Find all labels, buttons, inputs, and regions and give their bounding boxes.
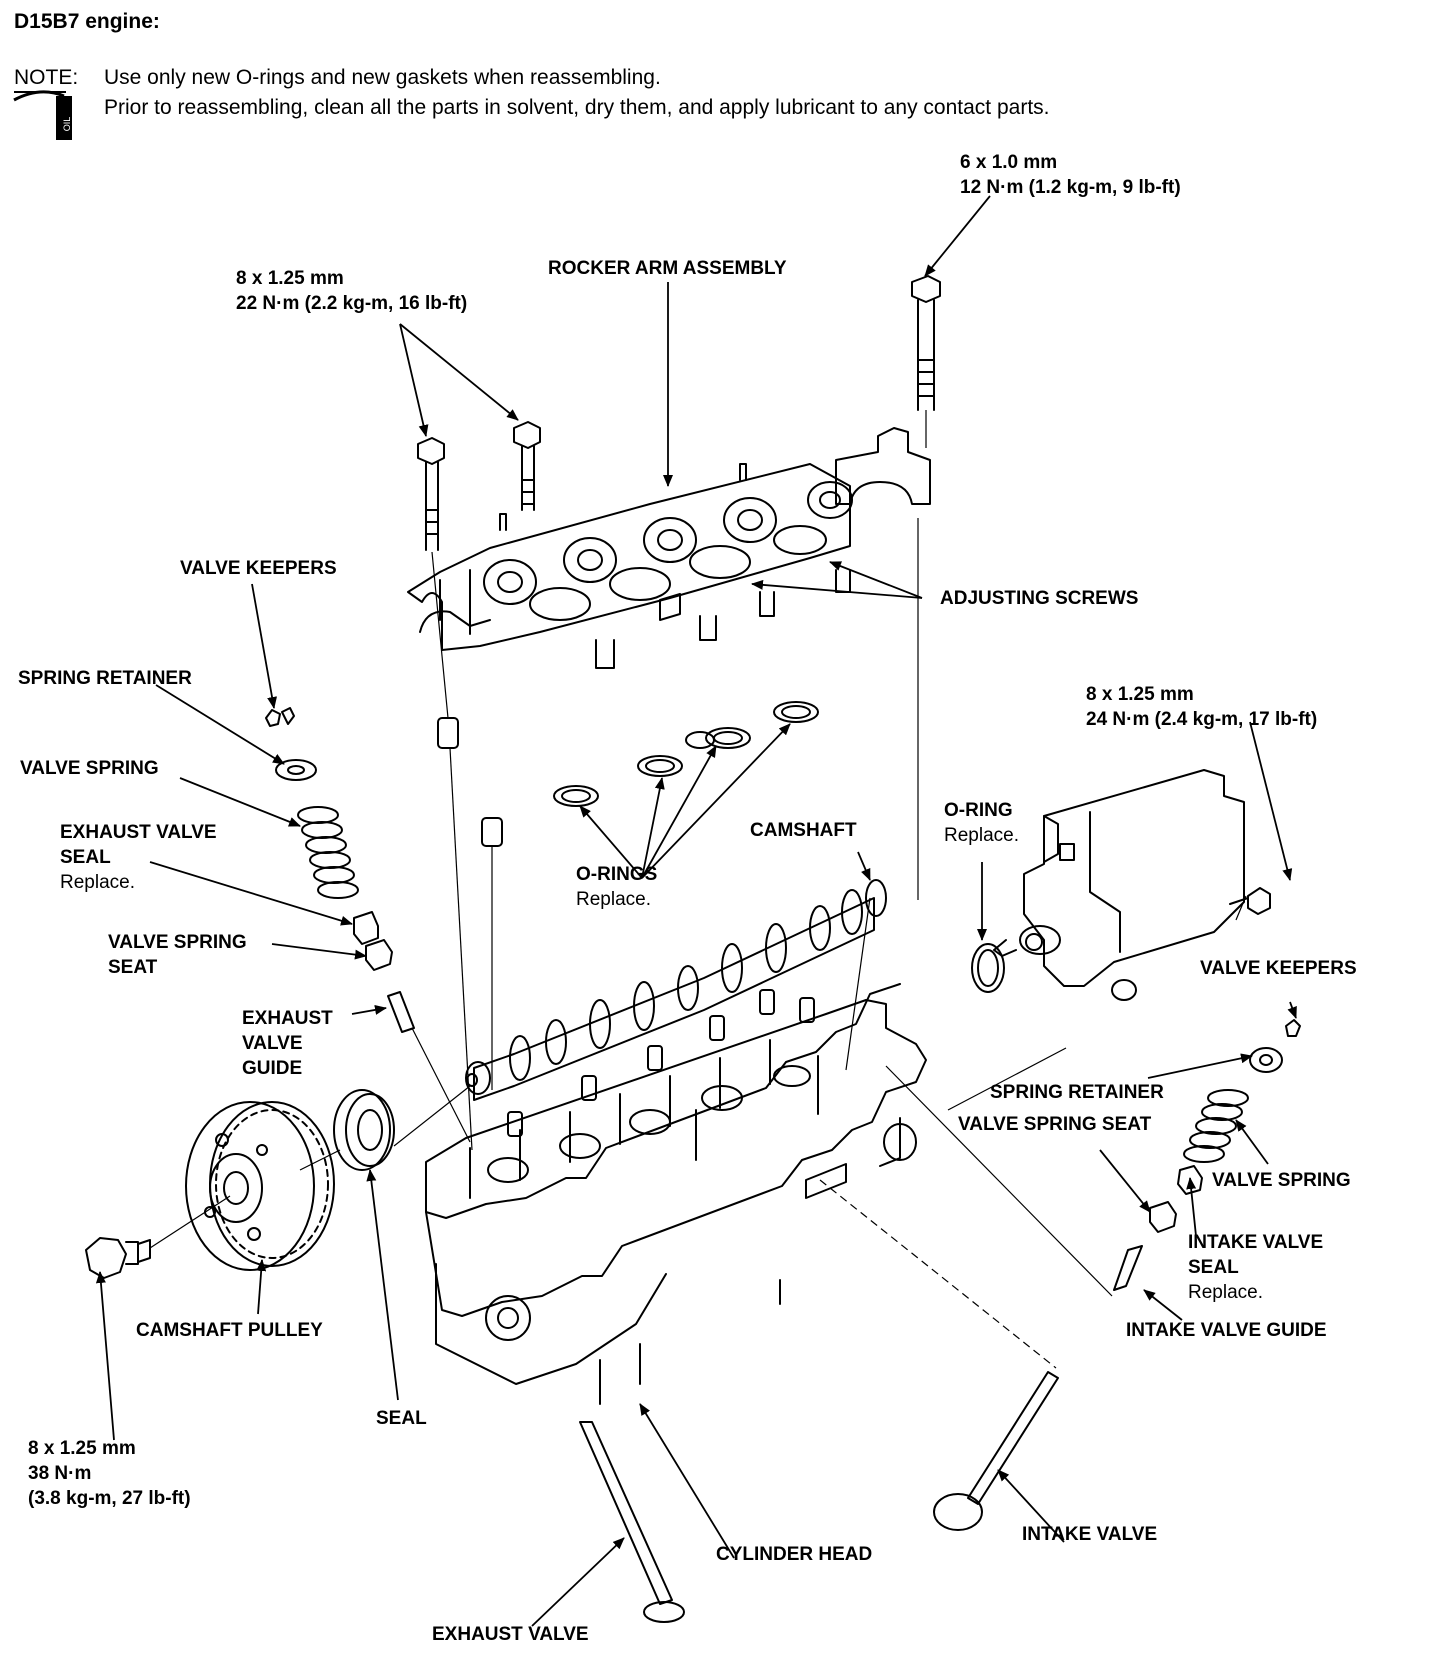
label-intake-valve-seal: INTAKE VALVE SEAL Replace.: [1188, 1232, 1324, 1303]
label-o-ring: O-RING Replace.: [944, 800, 1019, 846]
label-rocker-arm-assembly: ROCKER ARM ASSEMBLY: [548, 258, 787, 279]
label-cylinder-head: CYLINDER HEAD: [716, 1544, 873, 1565]
label-bolt-rocker: 8 x 1.25 mm 22 N·m (2.2 kg-m, 16 lb-ft): [236, 268, 468, 314]
note-line-1: Use only new O-rings and new gaskets whe…: [104, 66, 661, 89]
label-adjusting-screws: ADJUSTING SCREWS: [940, 588, 1139, 609]
exhaust-valve-part: [579, 1421, 685, 1623]
spring-retainer-right: [1249, 1047, 1283, 1073]
valve-spring-right: [1183, 1089, 1249, 1163]
camshaft-pulley-part: [185, 1101, 335, 1271]
bolt-rocker-right: [513, 421, 541, 511]
exhaust-valve-guide: [387, 991, 415, 1033]
pulley-bolt: [85, 1237, 151, 1279]
label-exhaust-valve: EXHAUST VALVE: [432, 1624, 589, 1645]
camshaft-part: [465, 879, 887, 1101]
o-rings: [553, 701, 819, 807]
bolt-rocker-left: [417, 437, 445, 551]
distributor-housing: [993, 769, 1271, 1001]
valve-keepers-left: [265, 707, 295, 727]
spring-retainer-left: [275, 759, 317, 781]
valve-spring-left: [297, 806, 359, 899]
note-label: NOTE:: [14, 66, 79, 89]
label-valve-keepers-right: VALVE KEEPERS: [1200, 958, 1357, 979]
label-valve-spring-seat-right: VALVE SPRING SEAT: [958, 1114, 1152, 1135]
label-bolt-6mm: 6 x 1.0 mm 12 N·m (1.2 kg-m, 9 lb-ft): [960, 152, 1181, 198]
label-intake-valve: INTAKE VALVE: [1022, 1524, 1158, 1545]
exhaust-valve-seal: [353, 911, 379, 945]
label-intake-valve-guide: INTAKE VALVE GUIDE: [1126, 1320, 1327, 1341]
dowel-pin: [437, 717, 459, 749]
label-valve-spring-left: VALVE SPRING: [20, 758, 159, 779]
oil-can-icon: OIL: [13, 90, 72, 140]
valve-keepers-right: [1285, 1019, 1301, 1037]
label-o-rings: O-RINGS Replace.: [576, 864, 658, 910]
label-bolt-distributor: 8 x 1.25 mm 24 N·m (2.4 kg-m, 17 lb-ft): [1086, 684, 1318, 730]
valve-spring-seat-left: [365, 939, 393, 971]
bolt-6mm: [911, 275, 941, 411]
label-valve-spring-seat-left: VALVE SPRING SEAT: [108, 932, 247, 978]
valve-spring-seat-right: [1149, 1201, 1177, 1233]
svg-text:OIL: OIL: [62, 117, 72, 132]
label-exhaust-valve-seal: EXHAUST VALVE SEAL Replace.: [60, 822, 217, 893]
label-spring-retainer-left: SPRING RETAINER: [18, 668, 192, 689]
camshaft-seal: [333, 1089, 395, 1171]
intake-valve-part: [933, 1371, 1059, 1531]
label-bolt-pulley: 8 x 1.25 mm 38 N·m (3.8 kg-m, 27 lb-ft): [28, 1438, 191, 1509]
distributor-o-ring: [971, 943, 1005, 993]
label-exhaust-valve-guide: EXHAUST VALVE GUIDE: [242, 1008, 333, 1079]
rocker-arm-assembly: [407, 463, 853, 669]
cylinder-head-part: [425, 983, 927, 1405]
label-camshaft: CAMSHAFT: [750, 820, 857, 841]
label-spring-retainer-right: SPRING RETAINER: [990, 1082, 1164, 1103]
label-valve-spring-right: VALVE SPRING: [1212, 1170, 1351, 1191]
note-line-2: Prior to reassembling, clean all the par…: [104, 96, 1050, 119]
label-seal: SEAL: [376, 1408, 427, 1429]
page-title: D15B7 engine:: [14, 10, 160, 33]
intake-valve-guide-part: [1113, 1245, 1143, 1291]
dowel-pin: [481, 817, 503, 847]
intake-valve-seal: [1177, 1165, 1203, 1195]
label-valve-keepers-left: VALVE KEEPERS: [180, 558, 337, 579]
label-camshaft-pulley: CAMSHAFT PULLEY: [136, 1320, 323, 1341]
